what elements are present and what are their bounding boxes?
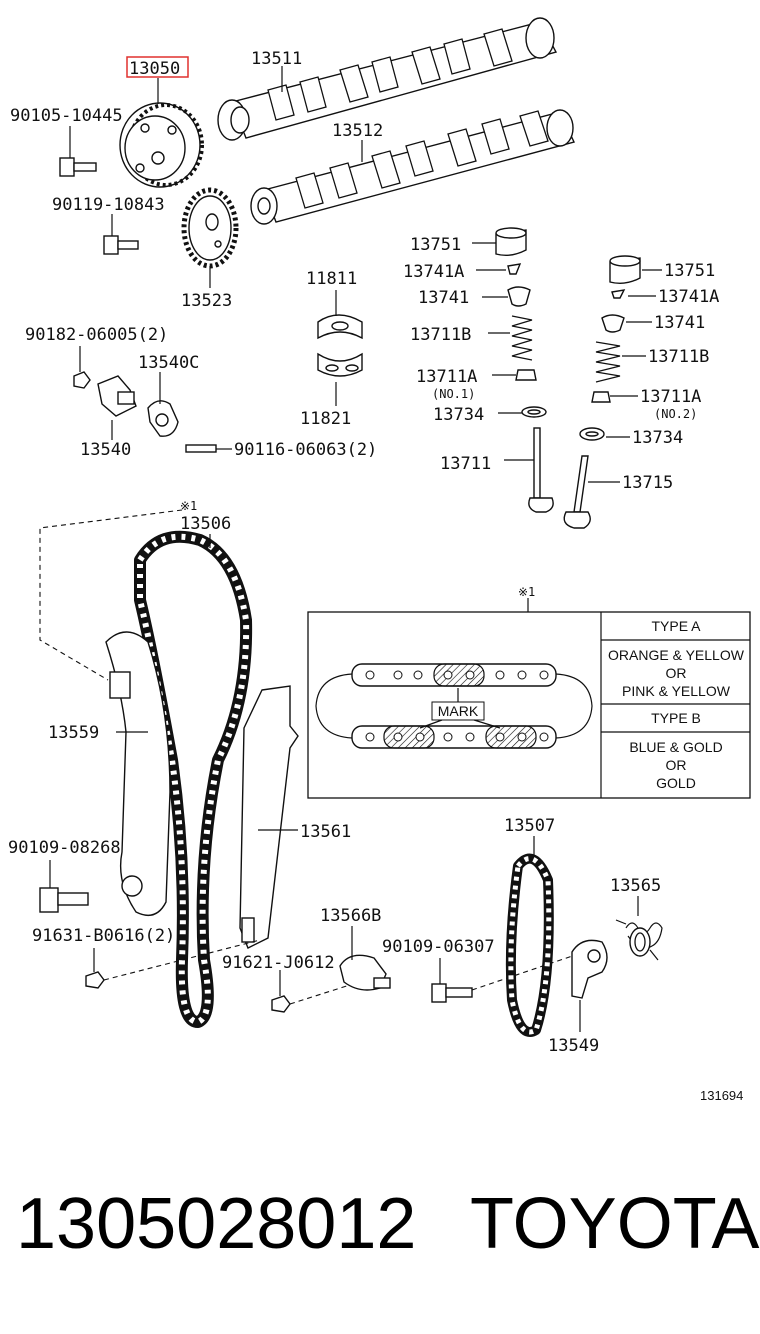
spring-13711B-b [595, 341, 621, 383]
footer-part-number: 1305028012 [16, 1184, 417, 1264]
label-91631-B0616: 91631-B0616(2) [32, 926, 175, 946]
label-11821: 11821 [300, 409, 351, 429]
label-13734-b: 13734 [632, 428, 683, 448]
table-type-b-line3: GOLD [656, 775, 696, 791]
label-13734-a: 13734 [433, 405, 484, 425]
label-13559: 13559 [48, 723, 99, 743]
label-11811: 11811 [306, 269, 357, 289]
chain-links-top [351, 663, 557, 687]
seat-13711A-b [591, 391, 611, 403]
label-13506: 13506 [180, 514, 231, 534]
bolt-90109-08268 [39, 887, 89, 913]
bolt-90109-06307 [431, 983, 473, 1003]
timing-chain-13506 [134, 530, 253, 1028]
label-13507: 13507 [504, 816, 555, 836]
bolt-90105 [59, 157, 97, 177]
retainer-13741-a [507, 286, 531, 307]
table-type-a-line1: ORANGE & YELLOW [608, 647, 745, 663]
retainer-13741-b [601, 314, 625, 333]
lifter-13751-b [609, 255, 641, 285]
label-90109-06307: 90109-06307 [382, 937, 495, 957]
chain-mark-table [307, 611, 751, 799]
bolt-91631 [85, 971, 105, 989]
label-90109-08268: 90109-08268 [8, 838, 121, 858]
reference-number: 131694 [700, 1088, 743, 1103]
spring-13565 [615, 919, 663, 961]
label-13751-b: 13751 [664, 261, 715, 281]
label-13751-a: 13751 [410, 235, 461, 255]
label-90119-10843: 90119-10843 [52, 195, 165, 215]
lifter-13751-a [495, 227, 527, 257]
table-type-a: TYPE A [651, 618, 701, 634]
table-type-a-line2: OR [666, 665, 687, 681]
bolt-90119 [103, 235, 139, 255]
spring-13711B-a [511, 315, 533, 361]
valve-13715 [563, 455, 591, 529]
camshaft-13511 [217, 17, 558, 141]
sprocket-13523 [181, 187, 239, 269]
stud-90116 [185, 444, 217, 453]
lever-13549 [571, 939, 608, 999]
seat-13711A-a [515, 369, 537, 381]
camshaft-13512 [250, 109, 575, 225]
label-90105-10445: 90105-10445 [10, 106, 123, 126]
label-13711B-b: 13711B [648, 347, 709, 367]
label-90182-06005: 90182-06005(2) [25, 325, 168, 345]
bolt-91621 [271, 995, 291, 1013]
label-13741A-b: 13741A [658, 287, 719, 307]
label-13715: 13715 [622, 473, 673, 493]
timing-chain-13507 [505, 853, 554, 1037]
chain-tensioner-13540 [97, 375, 137, 417]
label-13741A-a: 13741A [403, 262, 464, 282]
bearing-11811 [317, 314, 363, 340]
nut-90182 [73, 371, 91, 389]
label-13511: 13511 [251, 49, 302, 69]
table-type-b-line2: OR [666, 757, 687, 773]
table-note-mark: ※1 [518, 585, 535, 599]
cam-timing-gear-13050 [119, 102, 204, 188]
label-91621-J0612: 91621-J0612 [222, 953, 335, 973]
keeper-13741A-b [611, 289, 626, 299]
label-13540: 13540 [80, 440, 131, 460]
table-mark-label: MARK [438, 703, 479, 719]
label-13711A-b: 13711A [640, 387, 701, 407]
gasket-13540C [147, 400, 179, 437]
label-no1: (NO.1) [432, 387, 475, 401]
table-type-b: TYPE B [651, 710, 701, 726]
label-13711A-a: 13711A [416, 367, 477, 387]
keeper-13741A-a [507, 263, 522, 275]
label-13741-a: 13741 [418, 288, 469, 308]
label-13565: 13565 [610, 876, 661, 896]
chain-guide-13559 [105, 631, 171, 916]
footer-brand: TOYOTA [470, 1184, 760, 1264]
bearing-11821 [317, 352, 363, 377]
label-13512: 13512 [332, 121, 383, 141]
label-13523: 13523 [181, 291, 232, 311]
seal-13734-b [579, 427, 605, 441]
label-90116-06063: 90116-06063(2) [234, 440, 377, 460]
table-type-a-line3: PINK & YELLOW [622, 683, 731, 699]
label-13711: 13711 [440, 454, 491, 474]
label-13566B: 13566B [320, 906, 381, 926]
label-13741-b: 13741 [654, 313, 705, 333]
label-no2: (NO.2) [654, 407, 697, 421]
label-13711B-a: 13711B [410, 325, 471, 345]
label-13050: 13050 [129, 59, 180, 79]
label-13540C: 13540C [138, 353, 199, 373]
table-type-b-line1: BLUE & GOLD [629, 739, 722, 755]
highlight-13050 [126, 56, 189, 78]
label-13549: 13549 [548, 1036, 599, 1056]
valve-13711 [528, 427, 554, 513]
label-13561: 13561 [300, 822, 351, 842]
chain-links-bottom [351, 725, 557, 749]
seal-13734-a [521, 406, 547, 418]
label-note-mark: ※1 [180, 499, 197, 513]
chain-damper-13561 [239, 685, 299, 949]
damper-13566B [339, 954, 391, 991]
